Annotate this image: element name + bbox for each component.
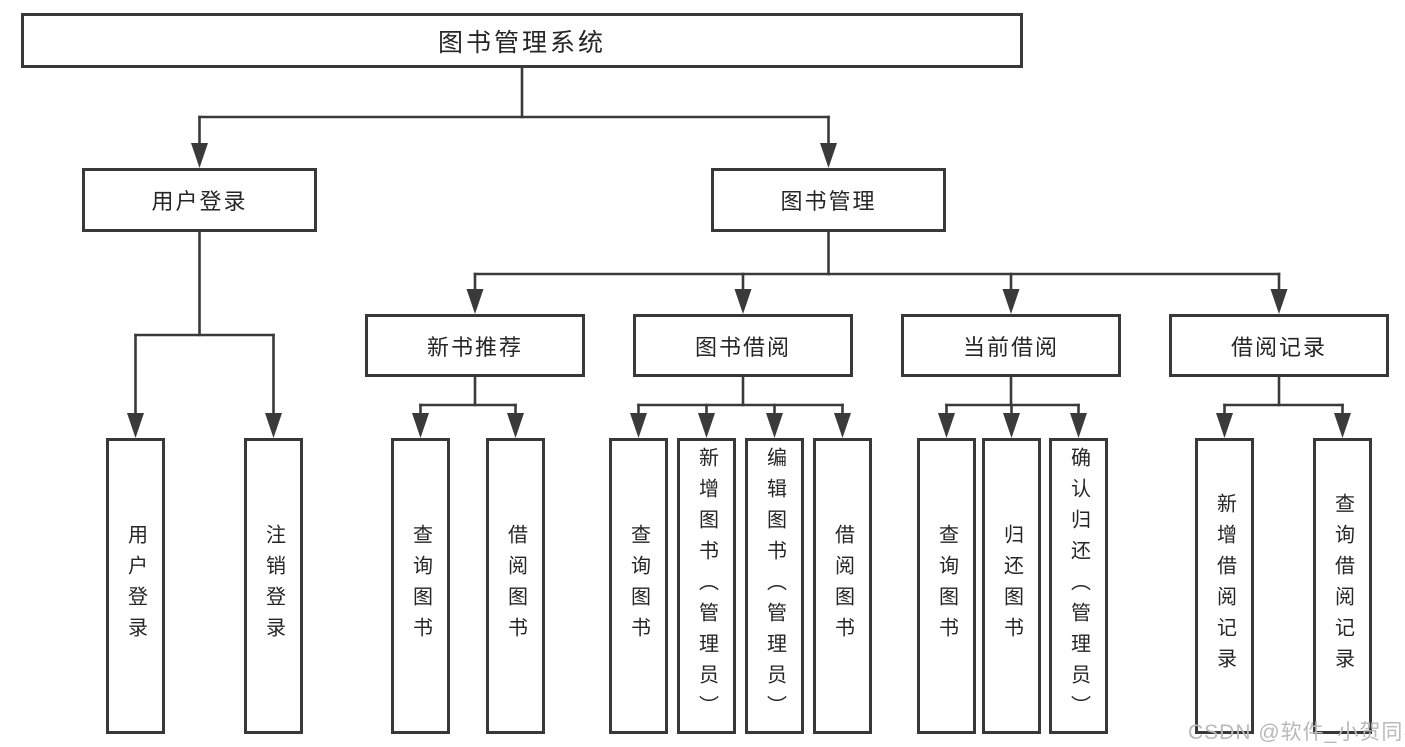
node-label: 归还图书	[1000, 524, 1023, 648]
node-label: 用户登录	[124, 524, 147, 648]
arrow-down-icon	[698, 413, 715, 438]
arrow-down-icon	[766, 413, 783, 438]
node-label: 借阅图书	[504, 524, 527, 648]
node-user_login: 用户登录	[106, 438, 165, 734]
node-label: 查询借阅记录	[1331, 493, 1354, 679]
arrow-down-icon	[820, 143, 837, 168]
arrow-down-icon	[834, 413, 851, 438]
node-nb_query: 查询图书	[391, 438, 450, 734]
node-label: 编辑图书（管理员）	[763, 446, 786, 726]
node-bb_add: 新增图书（管理员）	[677, 438, 736, 734]
node-mgmt: 图书管理	[711, 168, 946, 232]
arrow-down-icon	[191, 143, 208, 168]
node-logout: 注销登录	[244, 438, 303, 734]
node-bb_borrow: 借阅图书	[813, 438, 872, 734]
node-label: 查询图书	[627, 524, 650, 648]
arrow-down-icon	[630, 413, 647, 438]
arrow-down-icon	[1334, 413, 1351, 438]
node-label: 借阅记录	[1230, 334, 1327, 360]
node-label: 查询图书	[409, 524, 432, 648]
arrow-down-icon	[1070, 413, 1087, 438]
node-bb_edit: 编辑图书（管理员）	[745, 438, 804, 734]
node-nb_borrow: 借阅图书	[486, 438, 545, 734]
node-cb_query: 查询图书	[917, 438, 976, 734]
arrow-down-icon	[412, 413, 429, 438]
arrow-down-icon	[1003, 413, 1020, 438]
node-label: 新增图书（管理员）	[695, 446, 718, 726]
arrow-down-icon	[1216, 413, 1233, 438]
node-current: 当前借阅	[901, 314, 1121, 377]
node-borrow: 图书借阅	[633, 314, 853, 377]
node-rec_add: 新增借阅记录	[1195, 438, 1254, 734]
arrow-down-icon	[734, 289, 752, 314]
arrow-down-icon	[938, 413, 955, 438]
node-cb_return: 归还图书	[982, 438, 1041, 734]
node-rec_query: 查询借阅记录	[1313, 438, 1372, 734]
node-label: 确认归还（管理员）	[1067, 446, 1090, 726]
node-root: 图书管理系统	[21, 13, 1023, 68]
node-label: 注销登录	[262, 524, 285, 648]
node-label: 用户登录	[151, 189, 248, 214]
arrow-down-icon	[265, 413, 282, 438]
node-label: 图书管理	[780, 189, 877, 214]
node-records: 借阅记录	[1169, 314, 1389, 377]
node-label: 新增借阅记录	[1213, 493, 1236, 679]
node-cb_confirm: 确认归还（管理员）	[1049, 438, 1108, 734]
node-newbook: 新书推荐	[365, 314, 585, 377]
arrow-down-icon	[466, 289, 484, 314]
arrow-down-icon	[507, 413, 524, 438]
node-label: 当前借阅	[962, 334, 1059, 360]
node-label: 查询图书	[935, 524, 958, 648]
node-label: 新书推荐	[426, 334, 523, 360]
node-bb_query: 查询图书	[609, 438, 668, 734]
arrow-down-icon	[1002, 289, 1020, 314]
node-label: 借阅图书	[831, 524, 854, 648]
arrow-down-icon	[127, 413, 144, 438]
node-label: 图书借阅	[694, 334, 791, 360]
arrow-down-icon	[1270, 289, 1288, 314]
node-label: 图书管理系统	[437, 28, 606, 57]
node-login: 用户登录	[82, 168, 317, 232]
